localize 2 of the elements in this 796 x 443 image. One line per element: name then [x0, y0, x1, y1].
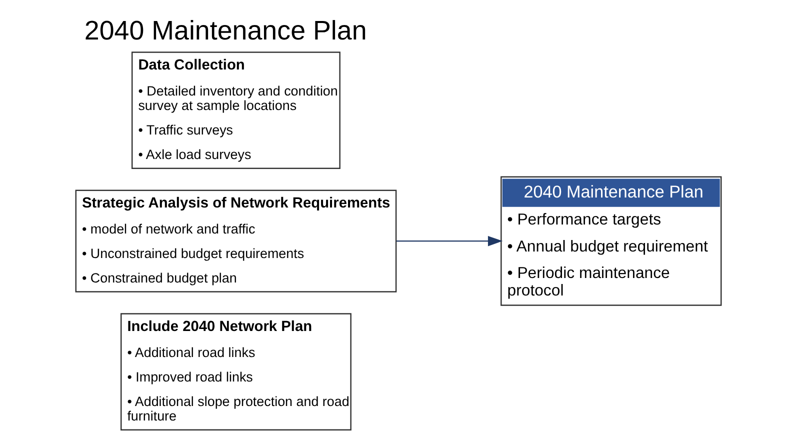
arrow — [396, 236, 502, 246]
diagram-title: 2040 Maintenance Plan — [84, 16, 366, 46]
